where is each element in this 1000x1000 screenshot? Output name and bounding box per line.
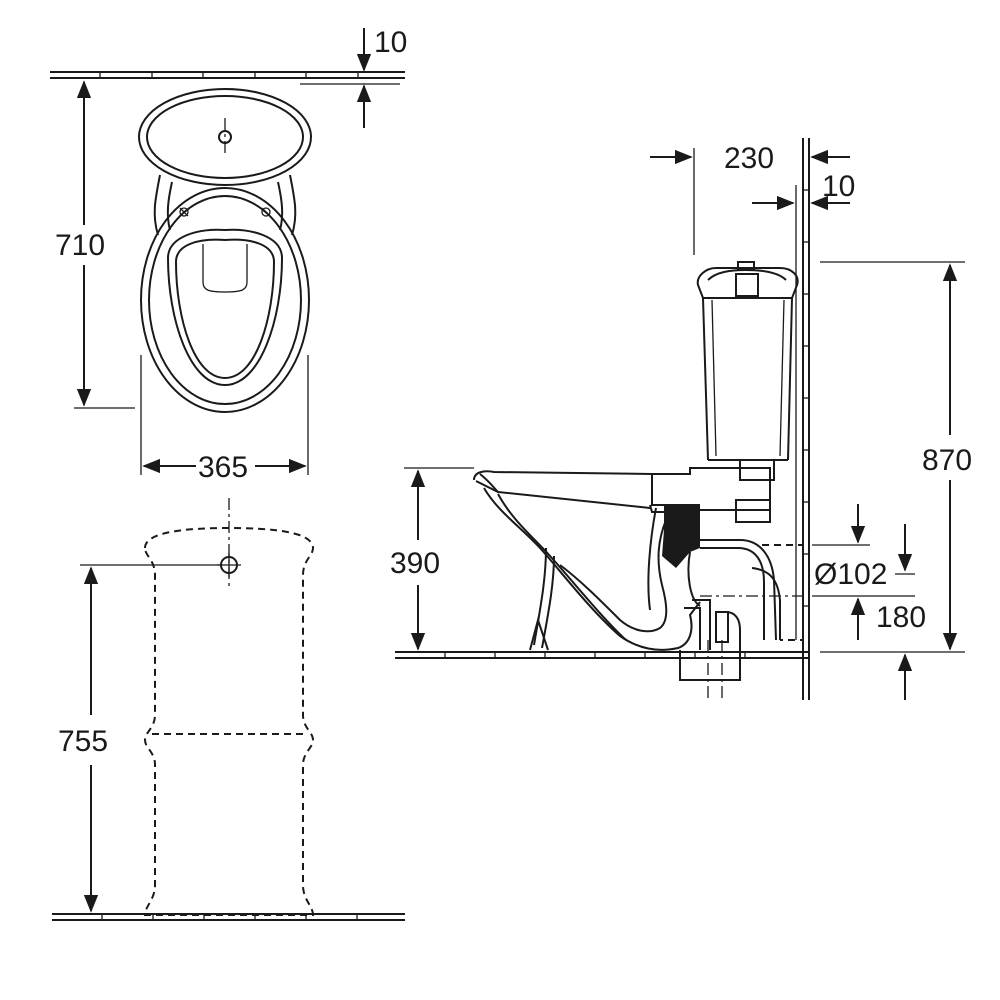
- top-view-wall: [50, 71, 405, 79]
- rear-view-floor: [52, 913, 405, 921]
- dim-top-depth-label: 710: [55, 229, 105, 262]
- dim-side-bowl-height: 390: [390, 467, 474, 651]
- dim-side-total-height: 870: [820, 261, 972, 653]
- dim-top-width: 365: [140, 355, 309, 484]
- dim-top-width-label: 365: [198, 451, 248, 484]
- dim-side-cistern-depth-label: 230: [724, 142, 774, 175]
- dim-side-bowl-height-label: 390: [390, 547, 440, 580]
- top-view: 10 710 365: [50, 26, 407, 484]
- dim-top-wall-gap: 10: [356, 26, 407, 128]
- side-view-cistern: [696, 261, 799, 523]
- side-view-floor: [395, 651, 808, 659]
- side-view-bowl: [473, 467, 771, 651]
- dim-side-outlet-diameter: Ø102: [812, 504, 915, 597]
- top-view-bowl: [140, 187, 310, 413]
- dim-side-cistern-depth: 230: [650, 142, 850, 255]
- side-view-outlet: [679, 539, 804, 700]
- dim-side-wall-gap-label: 10: [822, 170, 855, 203]
- dim-rear-height-label: 755: [58, 725, 108, 758]
- rear-view: 755: [52, 498, 405, 921]
- dim-side-outlet-height-label: 180: [876, 601, 926, 634]
- dim-side-wall-gap: 10: [752, 170, 855, 211]
- dim-side-outlet-diameter-label: Ø102: [814, 558, 887, 591]
- dim-rear-height: 755: [58, 564, 220, 913]
- dim-top-wall-gap-label: 10: [374, 26, 407, 59]
- dim-side-outlet-height: 180: [850, 597, 926, 700]
- dim-top-depth: 710: [55, 80, 135, 409]
- side-view: 230 10 870 390: [390, 138, 972, 700]
- dim-side-total-height-label: 870: [922, 444, 972, 477]
